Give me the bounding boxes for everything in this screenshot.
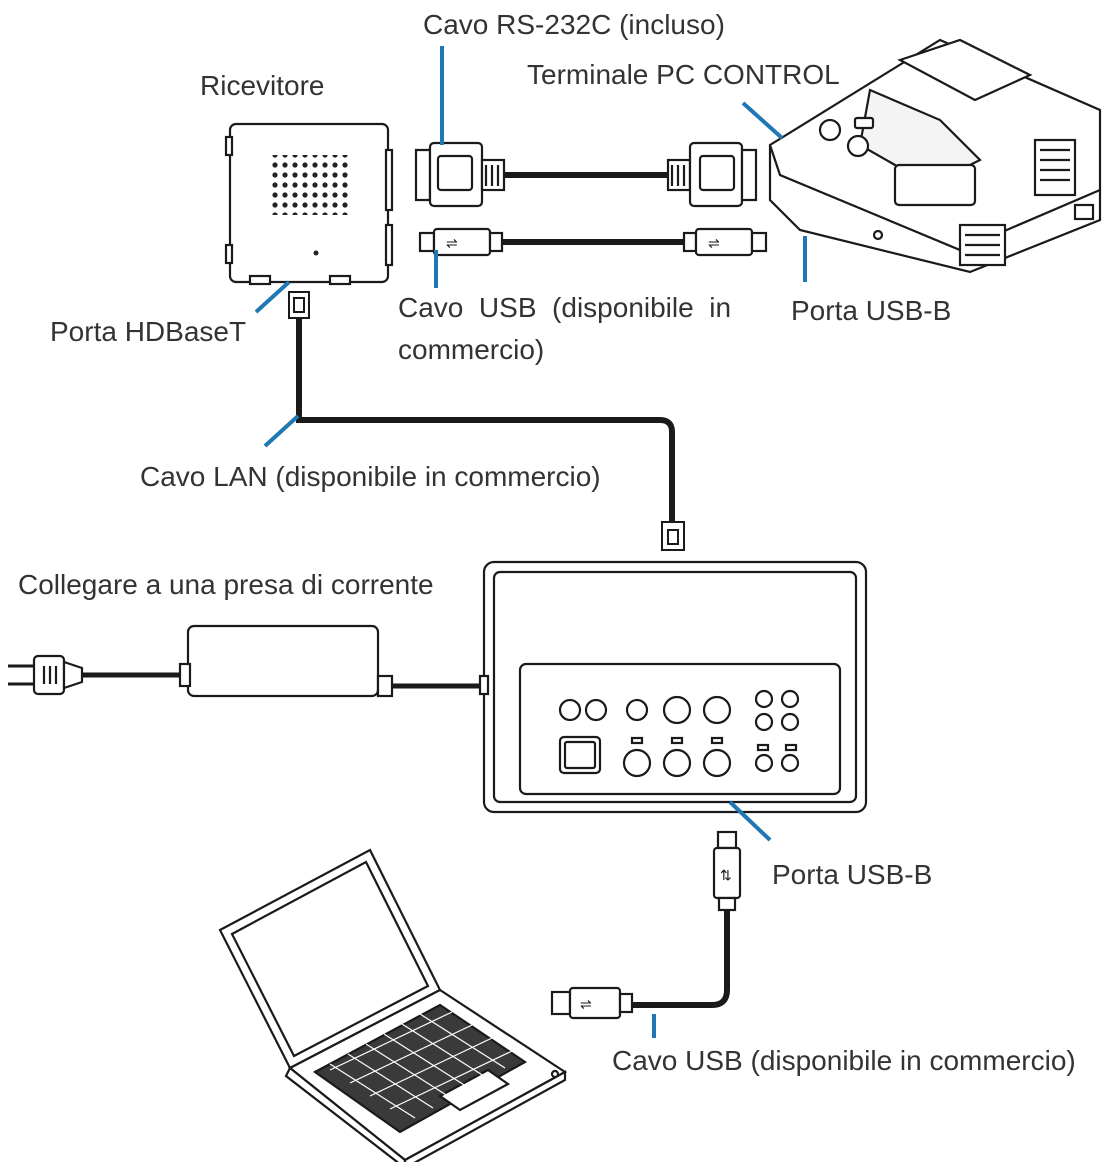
usb-b-port-bottom-label: Porta USB-B — [772, 859, 933, 890]
laptop-icon — [218, 848, 568, 1162]
rj45-connector-icon — [661, 521, 685, 551]
svg-text:⇅: ⇅ — [720, 867, 732, 883]
usb-cable-top-label-line1: Cavo USB (disponibile in — [398, 292, 732, 323]
rj45-connector-icon — [288, 291, 310, 319]
transmitter-box-icon — [478, 560, 868, 814]
power-plug-icon — [8, 654, 84, 696]
usb-cable-bottom — [612, 910, 730, 1008]
projector-icon — [768, 38, 1102, 274]
terminal-pc-control-label: Terminale PC CONTROL — [527, 59, 840, 90]
usb-connector-icon: ⇌ — [550, 986, 634, 1020]
usb-cable-bottom-label: Cavo USB (disponibile in commercio) — [612, 1045, 1076, 1076]
svg-text:⇌: ⇌ — [708, 235, 720, 251]
lan-cable-label: Cavo LAN (disponibile in commercio) — [140, 461, 601, 492]
rs232c-cable-label: Cavo RS-232C (incluso) — [423, 9, 725, 40]
svg-text:⇌: ⇌ — [580, 996, 592, 1012]
power-cord — [80, 672, 480, 689]
rs232c-cable — [414, 141, 758, 208]
lan-cable — [296, 318, 675, 522]
laptop-keys — [329, 1011, 513, 1119]
power-adapter-icon — [178, 624, 394, 698]
hdbaset-port-label: Porta HDBaseT — [50, 316, 247, 347]
usb-cable-top: ⇌ ⇌ — [418, 227, 768, 257]
usb-cable-top-label-line2: commercio) — [398, 334, 545, 365]
usb-connector-icon: ⇅ — [712, 830, 742, 912]
receiver-box-icon — [224, 122, 394, 286]
receiver-label: Ricevitore — [200, 70, 325, 101]
power-outlet-label: Collegare a una presa di corrente — [18, 569, 434, 600]
usb-b-port-top-label: Porta USB-B — [791, 295, 952, 326]
svg-text:⇌: ⇌ — [446, 235, 458, 251]
leader-lines — [254, 46, 807, 1038]
